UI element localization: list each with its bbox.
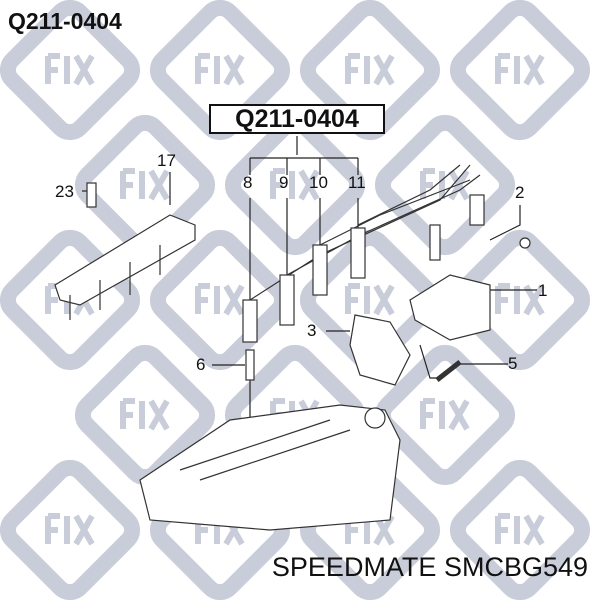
watermark-tile: [0, 0, 141, 141]
watermark-logo-mark: [44, 513, 95, 546]
part-number-label: Q211-0404: [209, 104, 385, 134]
watermark-logo-mark: [420, 398, 470, 431]
footer-caption: SPEEDMATE SMCBG549: [271, 552, 588, 582]
callout-9: 9: [279, 173, 289, 192]
ignition-rail: [54, 182, 196, 320]
callout-10: 10: [309, 173, 328, 192]
callout-11: 11: [348, 173, 366, 192]
callout-8: 8: [243, 173, 253, 192]
watermark-tile: [374, 344, 516, 486]
callout-3: 3: [307, 321, 317, 340]
watermark-tile: [449, 0, 591, 141]
watermark-logo-mark: [44, 53, 95, 86]
watermark-logo-mark: [195, 53, 245, 86]
spark-plug: [245, 349, 255, 381]
callout-6: 6: [196, 355, 206, 374]
callout-17: 17: [157, 151, 176, 170]
watermark-tile: [149, 0, 291, 141]
watermark-tile: [224, 114, 366, 256]
watermark-logo-mark: [270, 168, 320, 201]
watermark-logo-mark: [495, 513, 545, 546]
watermark-logo-mark: [120, 168, 170, 201]
bolt: [435, 360, 462, 382]
bracket: [349, 314, 411, 386]
spark-plug-boots: [242, 227, 366, 343]
watermark-logo-mark: [495, 53, 545, 86]
callout-23: 23: [55, 182, 74, 201]
watermark-logo-mark: [345, 53, 395, 86]
watermark-logo-mark: [345, 283, 395, 316]
watermark-tile: [74, 344, 216, 486]
watermark-logo-mark: [420, 168, 470, 201]
watermark-tile: [299, 0, 441, 141]
watermark-logo-mark: [495, 283, 545, 316]
callout-1: 1: [538, 281, 548, 300]
watermark-logo-mark: [120, 398, 170, 431]
engine-head: [139, 404, 401, 531]
callout-5: 5: [508, 354, 518, 373]
watermark-tile: [299, 229, 441, 371]
watermark-tile: [449, 229, 591, 371]
watermark-tile: [0, 459, 141, 600]
ignition-coil: [409, 194, 531, 341]
watermark-tile: [449, 459, 591, 600]
page-title: Q211-0404: [8, 8, 122, 34]
watermark-logo-mark: [195, 283, 245, 316]
callout-2: 2: [515, 183, 525, 202]
